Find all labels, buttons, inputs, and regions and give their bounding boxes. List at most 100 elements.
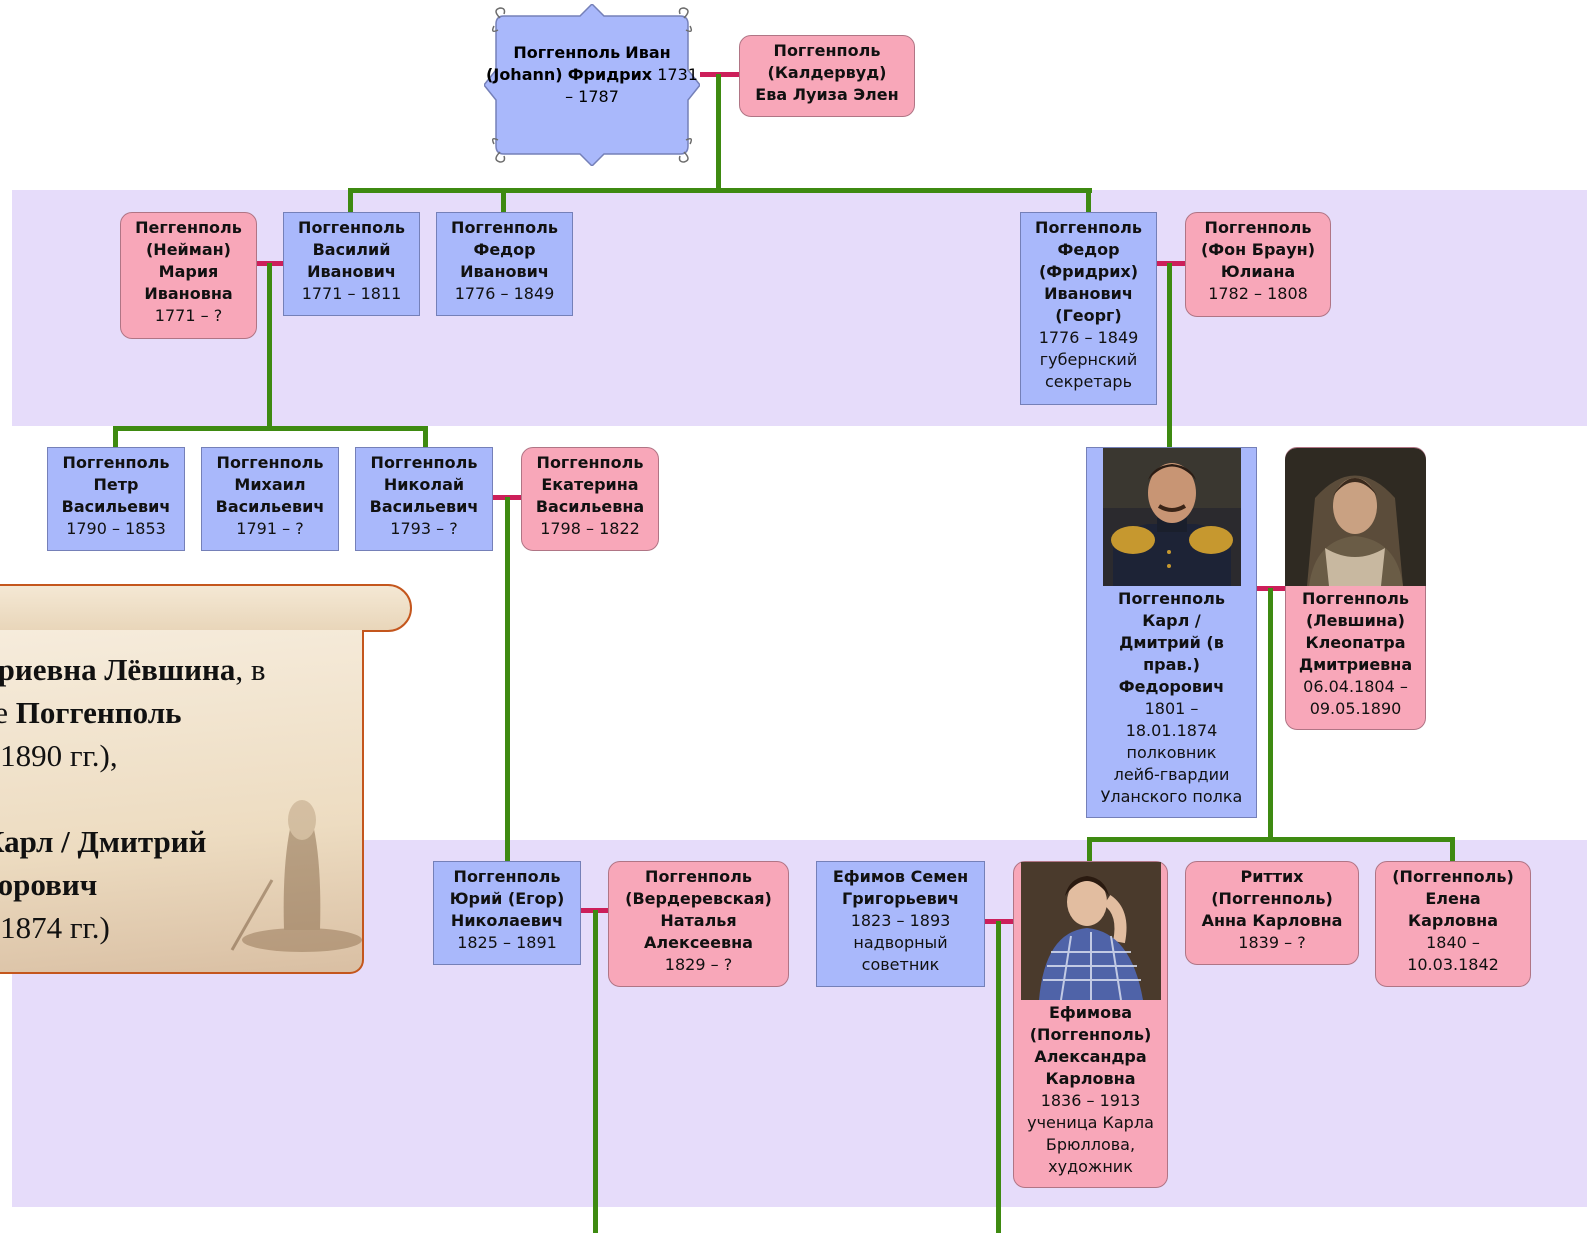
person-years: 1791 – ? <box>236 519 304 538</box>
person-name-line: Федорович <box>1118 677 1225 696</box>
person-years: 1801 – <box>1144 699 1199 718</box>
person-name-line: Васильевич <box>215 497 325 516</box>
person-name-line: (Нейман) <box>145 240 231 259</box>
person-years: 1771 – 1811 <box>301 284 402 303</box>
person-years: 09.05.1890 <box>1309 699 1402 718</box>
caption-line-blank <box>0 777 362 820</box>
person-name-line: Иванович <box>1044 284 1133 303</box>
person-note: губернский <box>1039 350 1138 369</box>
person-card-elena[interactable]: (Поггенполь) Елена Карловна 1840 – 10.03… <box>1375 861 1531 987</box>
descent-line <box>716 74 721 192</box>
person-name-line: Поггенполь <box>451 218 558 237</box>
person-name-line: Федор <box>1057 240 1120 259</box>
person-name-line: Васильевич <box>369 497 479 516</box>
caption-line-4: Карл / Дмитрий <box>0 824 207 859</box>
person-name-line: Дмитриевна <box>1298 655 1413 674</box>
descent-line <box>1268 588 1273 840</box>
person-name-line: Риттих <box>1240 867 1304 886</box>
person-card-mikhail[interactable]: Поггенполь Михаил Васильевич 1791 – ? <box>201 447 339 551</box>
descent-line <box>1087 837 1092 861</box>
person-note: надворный <box>853 933 948 952</box>
person-card-yuriy[interactable]: Поггенполь Юрий (Егор) Николаевич 1825 –… <box>433 861 581 965</box>
person-name-line: Карловна <box>1045 1069 1136 1088</box>
person-name-line: (Левшина) <box>1306 611 1405 630</box>
person-name-line: Поггенполь <box>216 453 324 472</box>
person-surname: Поггенполь <box>513 43 621 62</box>
person-note: секретарь <box>1044 372 1132 391</box>
person-card-semen[interactable]: Ефимов Семен Григорьевич 1823 – 1893 над… <box>816 861 985 987</box>
person-card-maria[interactable]: Пеггенполь (Нейман) Мария Ивановна 1771 … <box>120 212 257 339</box>
caption-line-2: зе Поггенполь <box>0 695 182 730</box>
person-name-line: Александра <box>1034 1047 1147 1066</box>
person-card-vasiliy[interactable]: Поггенполь Василий Иванович 1771 – 1811 <box>283 212 420 316</box>
person-years: 1829 – ? <box>664 955 733 974</box>
descent-line <box>501 188 506 214</box>
caption-text: триевна Лёвшина, в зе Поггенполь - 1890 … <box>0 648 362 949</box>
descent-line <box>423 426 428 448</box>
portrait-photo-kleopatra <box>1285 448 1426 586</box>
person-card-fedor[interactable]: Поггенполь Федор Иванович 1776 – 1849 <box>436 212 573 316</box>
person-name-line: Юлиана <box>1220 262 1296 281</box>
scroll-header-bar <box>0 584 412 632</box>
person-name-line: Дмитрий (в <box>1119 633 1224 652</box>
person-card-aleksandra[interactable]: Ефимова (Поггенполь) Александра Карловна… <box>1013 861 1168 1188</box>
person-note: Уланского полка <box>1100 787 1243 806</box>
person-name-line: Иванович <box>307 262 396 281</box>
person-card-anna[interactable]: Риттих (Поггенполь) Анна Карловна 1839 –… <box>1185 861 1359 965</box>
person-name-line: (Поггенполь) <box>1211 889 1333 908</box>
person-name-line: Поггенполь <box>370 453 478 472</box>
person-card-natalya[interactable]: Поггенполь (Вердеревская) Наталья Алексе… <box>608 861 789 987</box>
person-name-line: Поггенполь <box>1118 589 1225 608</box>
person-surname: Поггенполь <box>773 41 881 60</box>
person-years: 1793 – ? <box>390 519 458 538</box>
person-note: лейб-гвардии <box>1113 765 1230 784</box>
person-name-line: Ивановна <box>144 284 233 303</box>
portrait-photo-aleksandra <box>1020 862 1161 1000</box>
person-name-line: прав.) <box>1143 655 1200 674</box>
person-card-root[interactable]: Поггенполь Иван (Johann) Фридрих 1731 – … <box>484 4 700 166</box>
descent-line <box>1167 263 1172 449</box>
person-card-petr[interactable]: Поггенполь Петр Васильевич 1790 – 1853 <box>47 447 185 551</box>
descent-line <box>996 921 1001 1233</box>
person-name-line: Екатерина <box>541 475 639 494</box>
person-maiden-name: (Калдервуд) <box>767 63 887 82</box>
person-name-line: Мария <box>158 262 219 281</box>
person-name-line: (Фридрих) <box>1038 262 1139 281</box>
descent-line <box>113 426 428 431</box>
person-years: 1798 – 1822 <box>540 519 640 538</box>
person-card-yuliana[interactable]: Поггенполь (Фон Браун) Юлиана 1782 – 180… <box>1185 212 1331 317</box>
person-name-line: Поггенполь <box>1204 218 1312 237</box>
person-card-kleopatra[interactable]: Поггенполь (Левшина) Клеопатра Дмитриевн… <box>1285 447 1426 730</box>
descent-line <box>505 497 510 861</box>
person-name-line: Василий <box>312 240 391 259</box>
person-note: Брюллова, <box>1045 1135 1136 1154</box>
person-years: 1823 – 1893 <box>850 911 951 930</box>
person-name-line: Юрий (Егор) <box>449 889 565 908</box>
person-name-line: Поггенполь <box>1035 218 1142 237</box>
ornate-frame-icon <box>484 4 700 166</box>
person-name-line: Поггенполь <box>62 453 170 472</box>
person-card-fedor-georg[interactable]: Поггенполь Федор (Фридрих) Иванович (Гео… <box>1020 212 1157 405</box>
person-note: художник <box>1048 1157 1133 1176</box>
person-name-line: Васильевна <box>535 497 645 516</box>
person-name-line: Поггенполь <box>645 867 752 886</box>
person-card-nikolay[interactable]: Поггенполь Николай Васильевич 1793 – ? <box>355 447 493 551</box>
person-years: 18.01.1874 <box>1125 721 1218 740</box>
person-name-line: Ефимова <box>1048 1003 1132 1022</box>
person-name-line: Елена <box>1425 889 1481 908</box>
person-card-root-spouse[interactable]: Поггенполь (Калдервуд) Ева Луиза Элен <box>739 35 915 117</box>
person-years: 1776 – 1849 <box>1038 328 1139 347</box>
person-name-line: Николай <box>383 475 465 494</box>
descent-line <box>113 426 118 448</box>
caption-line-5: дорович <box>0 867 98 902</box>
portrait-photo-karl <box>1102 448 1241 586</box>
person-name-line: Поггенполь <box>298 218 405 237</box>
person-name-line: Алексеевна <box>644 933 753 952</box>
caption-line-6: - 1874 гг.) <box>0 910 110 945</box>
person-name-line: Поггенполь <box>453 867 561 886</box>
person-card-karl[interactable]: Поггенполь Карл / Дмитрий (в прав.) Федо… <box>1086 447 1257 818</box>
caption-line-1: триевна Лёвшина, в <box>0 652 266 687</box>
scroll-body: триевна Лёвшина, в зе Поггенполь - 1890 … <box>0 630 364 974</box>
person-name-line: Григорьевич <box>842 889 959 908</box>
person-card-ekaterina[interactable]: Поггенполь Екатерина Васильевна 1798 – 1… <box>521 447 659 551</box>
